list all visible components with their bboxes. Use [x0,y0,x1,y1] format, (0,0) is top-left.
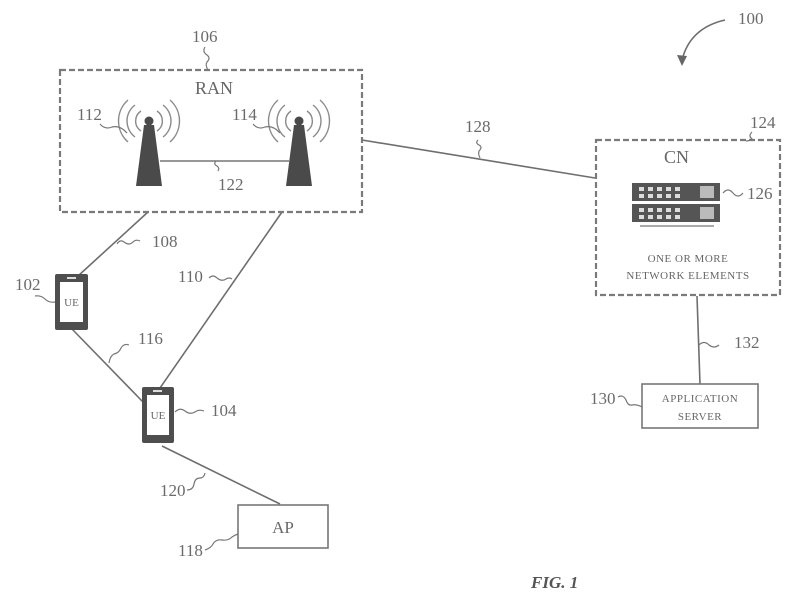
link-cn-server-ref: 132 [734,333,760,352]
ue-102-ref: 102 [15,275,41,294]
application-server-leader [617,395,643,408]
ue-104-label: UE [151,410,166,422]
base-station-112-leader [99,123,128,134]
link-cn-server-leader [698,341,720,348]
tower-icon [136,125,162,186]
base-station-114-ref: 114 [232,105,257,124]
ue-104-leader [174,408,205,414]
link-ran-ue2-ref: 110 [178,267,203,286]
access-point-box [237,504,329,549]
link-ran-ue2-leader [208,275,233,281]
ref-100-arrow [681,19,726,61]
link-ran-ue2 [159,211,283,389]
ue-102: UE 102 [15,274,88,330]
application-server-label-line1: APPLICATION [662,393,738,405]
server-rack-upper-icon [632,183,720,201]
base-station-112: 112 [77,99,181,186]
link-ran-cn-ref: 128 [465,117,491,136]
access-point-ref: 118 [178,541,203,560]
network-elements-label-line1: ONE OR MORE [648,253,729,265]
link-ran-cn [361,139,596,179]
server-rack-lower-icon [632,204,720,222]
network-elements-leader [722,189,744,197]
arrow-head-icon [677,55,687,66]
link-ue2-ap [161,445,281,505]
application-server-ref: 130 [590,389,616,408]
link-ue1-ue2-leader [108,343,130,364]
antenna-icon [294,116,304,126]
ue-speaker [153,390,162,392]
ran-boundary [58,68,364,214]
application-server-label-line2: SERVER [678,411,722,423]
ran-box: RAN 106 112 114 122 [58,27,364,214]
signal-waves-outer-icon [276,104,322,138]
link-cn-server [696,295,701,385]
link-ran-cn-leader [476,139,482,159]
link-ran-ue1-leader [116,239,141,245]
link-ran-ue1-ref: 108 [152,232,178,251]
figure-caption: FIG. 1 [530,573,578,592]
ue-screen [147,395,169,435]
access-point-label: AP [272,518,294,537]
base-station-114: 114 [232,99,331,186]
ran-ref-leader [203,46,210,71]
link-ue1-ue2 [71,328,144,403]
cn-boundary [594,138,782,297]
signal-waves-far-icon [117,99,181,143]
ue-speaker [67,277,76,279]
link-ue2-ap-leader [186,472,206,491]
access-point-leader [204,533,239,551]
cn-ref-leader [745,131,754,142]
cn-box: CN 124 126 ONE OR MORE NETWORK ELEMENTS [594,113,782,297]
application-server-box [641,383,759,429]
figure-reference: 100 [677,9,764,66]
network-elements-icon [632,183,720,227]
backhaul-ref: 122 [218,175,244,194]
link-ran-ue1 [77,211,149,277]
antenna-icon [144,116,154,126]
base-station-112-ref: 112 [77,105,102,124]
base-station-114-leader [252,123,281,134]
access-point: AP 118 [178,504,329,560]
signal-waves-icon [285,110,313,132]
ue-104: UE 104 [142,387,237,443]
signal-waves-far-icon [267,99,331,143]
backhaul-leader [214,160,220,172]
link-ue1-ue2-ref: 116 [138,329,163,348]
signal-waves-outer-icon [126,104,172,138]
network-elements-ref: 126 [747,184,773,203]
application-server: APPLICATION SERVER 130 [590,383,759,429]
ue-screen [60,282,83,322]
ran-title: RAN [195,78,233,98]
port-grid-icon [639,186,714,219]
ran-ref: 106 [192,27,218,46]
ref-100-label: 100 [738,9,764,28]
signal-waves-icon [135,110,163,132]
network-elements-label-line2: NETWORK ELEMENTS [626,270,749,282]
ue-102-label: UE [64,297,79,309]
cn-title: CN [664,147,689,167]
cn-ref: 124 [750,113,776,132]
tower-icon [286,125,312,186]
ue-104-ref: 104 [211,401,237,420]
link-ue2-ap-ref: 120 [160,481,186,500]
ue-102-leader [34,295,56,303]
